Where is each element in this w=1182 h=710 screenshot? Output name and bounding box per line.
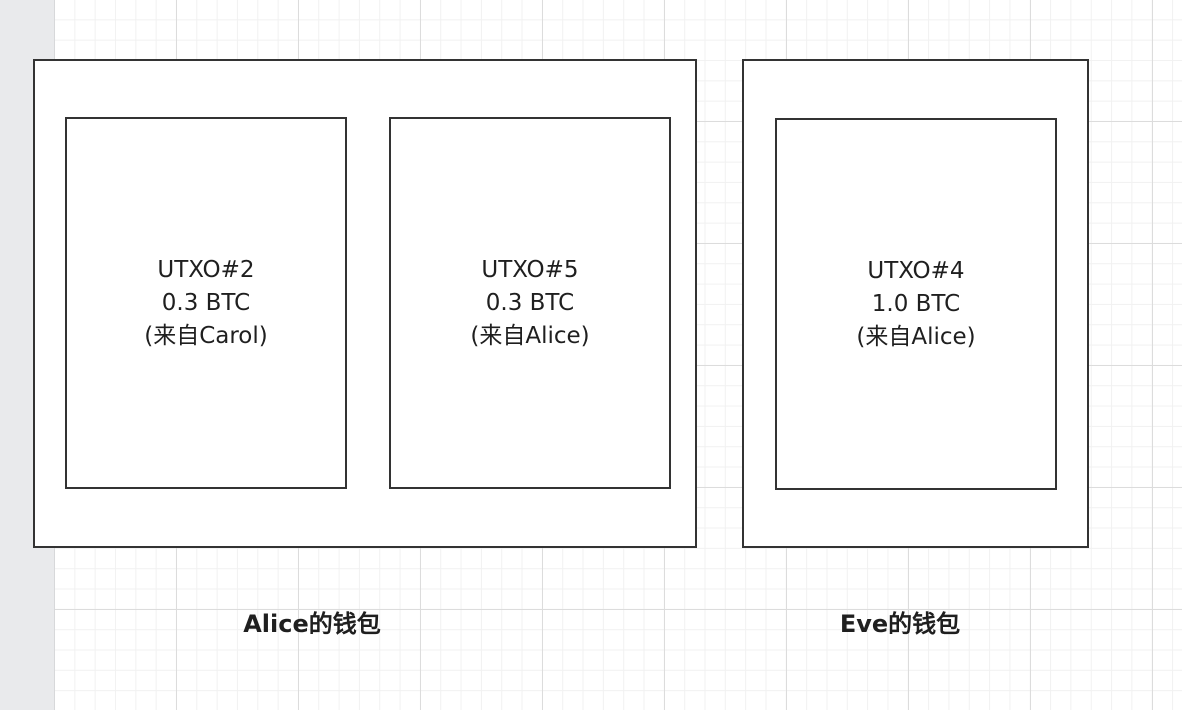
utxo-label: UTXO#5 0.3 BTC (来自Alice) xyxy=(470,254,589,353)
utxo-id: UTXO#2 xyxy=(157,256,255,283)
utxo-source: (来自Alice) xyxy=(470,322,590,349)
wallet-label-alice: Alice的钱包 xyxy=(243,610,381,638)
utxo-label: UTXO#2 0.3 BTC (来自Carol) xyxy=(144,254,268,353)
utxo-label: UTXO#4 1.0 BTC (来自Alice) xyxy=(856,255,975,354)
utxo-amount: 0.3 BTC xyxy=(161,289,251,316)
utxo-box-5[interactable]: UTXO#5 0.3 BTC (来自Alice) xyxy=(389,117,671,489)
utxo-id: UTXO#4 xyxy=(867,257,965,284)
utxo-source: (来自Alice) xyxy=(856,323,976,350)
wallet-label-eve: Eve的钱包 xyxy=(839,610,961,638)
utxo-amount: 0.3 BTC xyxy=(485,289,575,316)
utxo-box-4[interactable]: UTXO#4 1.0 BTC (来自Alice) xyxy=(775,118,1057,490)
utxo-box-2[interactable]: UTXO#2 0.3 BTC (来自Carol) xyxy=(65,117,347,489)
utxo-id: UTXO#5 xyxy=(481,256,579,283)
utxo-amount: 1.0 BTC xyxy=(871,290,961,317)
utxo-source: (来自Carol) xyxy=(144,322,268,349)
